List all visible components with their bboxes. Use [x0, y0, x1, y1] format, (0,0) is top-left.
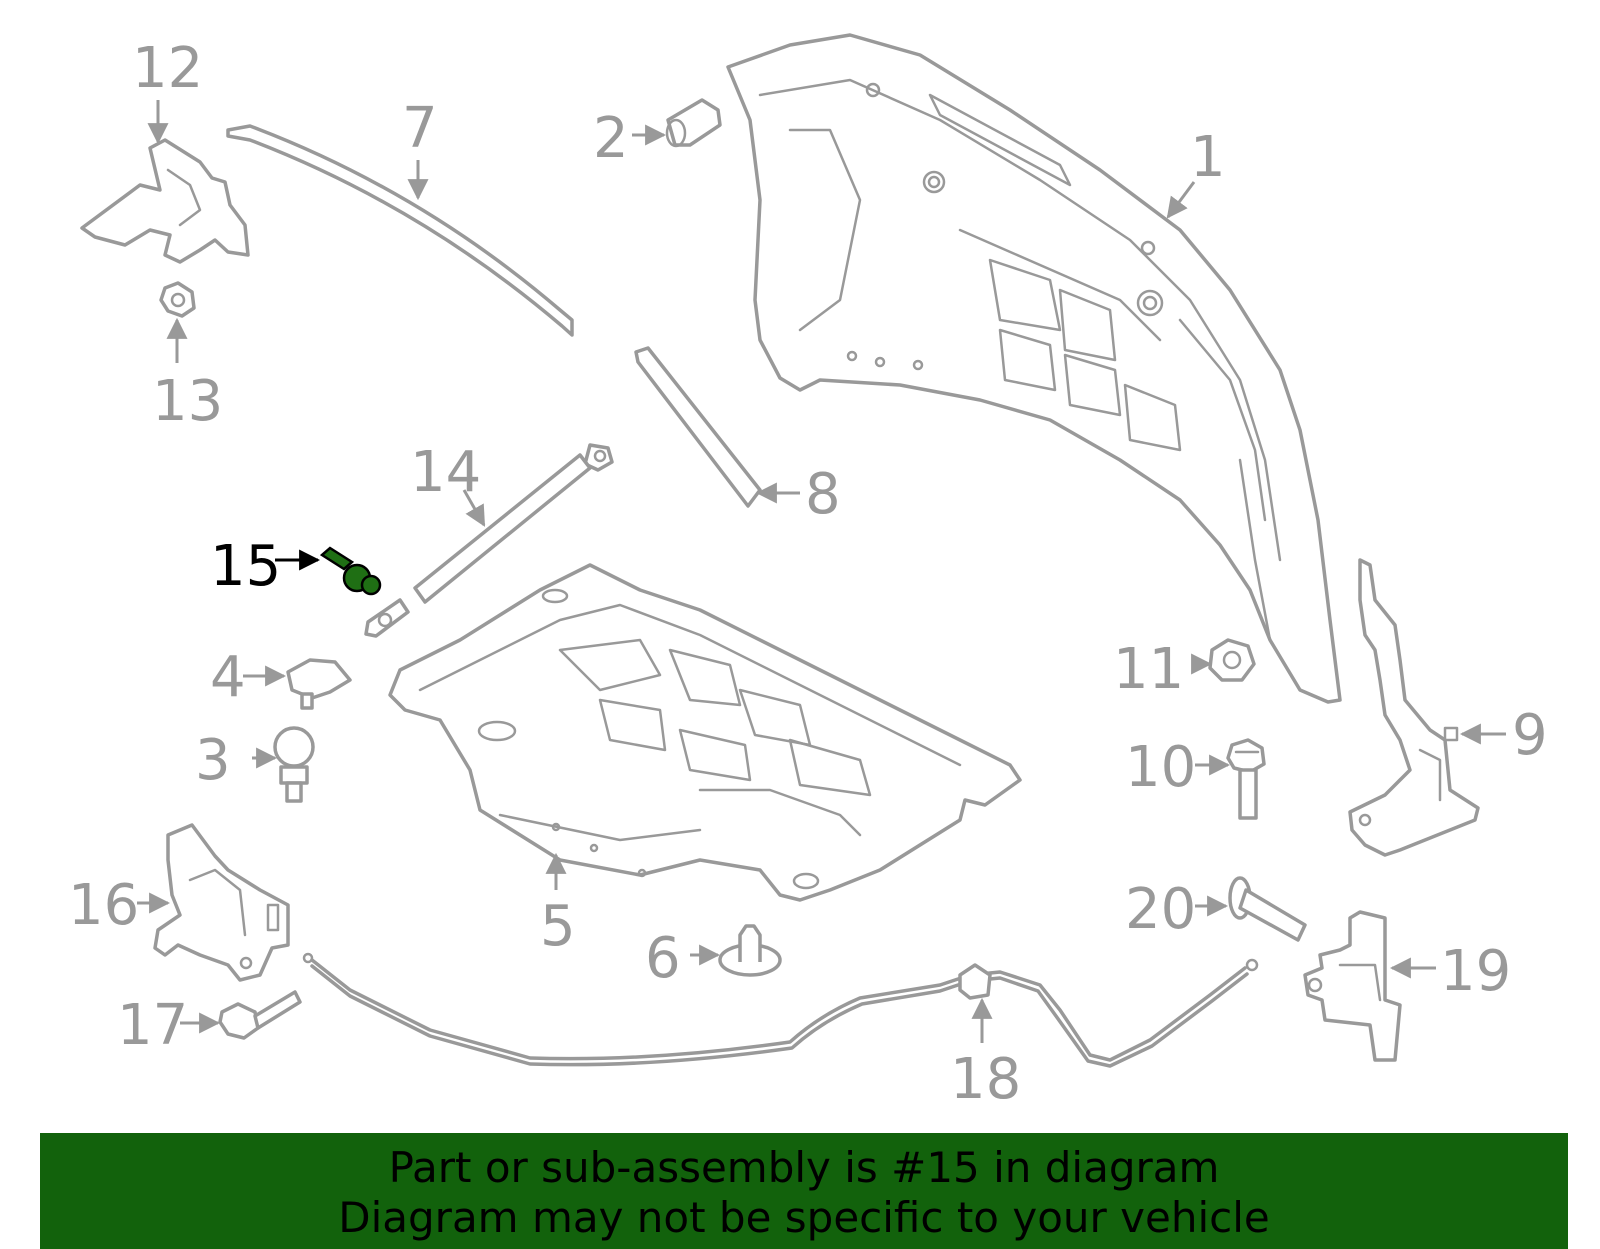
- release-cable: [302, 952, 1259, 1068]
- hood-bumper: [665, 98, 722, 148]
- banner-line-1: Part or sub-assembly is #15 in diagram: [388, 1143, 1220, 1192]
- hood-hinge: [1348, 558, 1480, 857]
- retainer-clip: [286, 658, 352, 710]
- callout-5: 5: [540, 894, 576, 959]
- callout-10: 10: [1125, 735, 1196, 800]
- latch-assembly: [153, 823, 290, 982]
- callout-9: 9: [1512, 703, 1548, 768]
- hex-bolt-10: [1226, 738, 1266, 820]
- callout-17: 17: [117, 993, 188, 1058]
- callout-8: 8: [805, 462, 841, 527]
- insulator-pad: [388, 563, 1022, 902]
- callout-2: 2: [593, 106, 629, 171]
- stud-bolt-20: [1228, 876, 1307, 942]
- hex-nut-13: [159, 281, 196, 318]
- hood-panel: [726, 33, 1342, 704]
- callout-13: 13: [152, 369, 223, 434]
- info-banner: Part or sub-assembly is #15 in diagram D…: [40, 1133, 1568, 1249]
- callout-12: 12: [132, 36, 203, 101]
- push-pin: [718, 924, 782, 977]
- callout-20: 20: [1125, 877, 1196, 942]
- highlighted-part-15: [319, 546, 382, 596]
- flange-nut-11: [1208, 638, 1256, 682]
- callout-14: 14: [410, 440, 481, 505]
- callout-15: 15: [210, 534, 281, 599]
- latch-bracket: [80, 138, 250, 264]
- callout-16: 16: [68, 873, 139, 938]
- callout-6: 6: [645, 926, 681, 991]
- leader-lines: [137, 100, 1506, 1043]
- bumper-stop: [273, 726, 315, 803]
- callout-3: 3: [195, 728, 231, 793]
- cable-bracket: [1303, 910, 1402, 1062]
- callout-4: 4: [210, 645, 246, 710]
- seal-strip: [634, 346, 762, 508]
- callout-18: 18: [950, 1047, 1021, 1112]
- callout-1: 1: [1190, 125, 1226, 190]
- hex-bolt-17: [218, 990, 302, 1040]
- callout-19: 19: [1440, 939, 1511, 1004]
- banner-line-2: Diagram may not be specific to your vehi…: [338, 1193, 1270, 1242]
- gas-strut: [364, 443, 614, 638]
- callout-7: 7: [402, 96, 438, 161]
- weatherstrip: [226, 124, 574, 337]
- callout-11: 11: [1113, 637, 1184, 702]
